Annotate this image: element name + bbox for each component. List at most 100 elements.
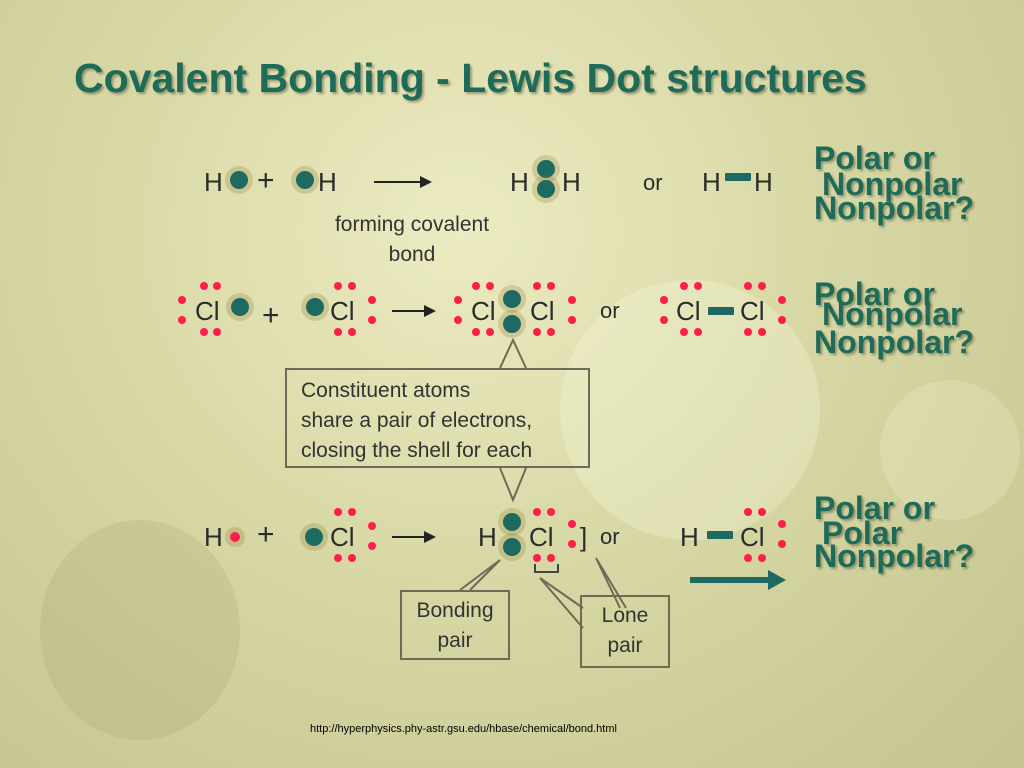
lone-electron	[454, 296, 462, 304]
question-2-line-2: Nonpolar?	[814, 324, 974, 360]
question-3-overlap: Polar	[822, 515, 903, 551]
lone-electron	[334, 554, 342, 562]
electron-dot	[503, 290, 521, 308]
lone-electron	[547, 282, 555, 290]
background-blur	[40, 520, 240, 740]
lone-pair-callout: Lone pair	[580, 595, 670, 668]
lone-electron	[368, 522, 376, 530]
reaction-arrow	[392, 305, 436, 317]
lone-electron	[744, 282, 752, 290]
lone-electron	[758, 508, 766, 516]
bonding-line-2: pair	[437, 629, 473, 652]
lone-electron	[547, 508, 555, 516]
lone-electron	[368, 296, 376, 304]
atom-cl: Cl	[529, 522, 554, 552]
source-url[interactable]: http://hyperphysics.phy-astr.gsu.edu/hba…	[310, 723, 617, 735]
lone-electron	[758, 328, 766, 336]
callout-line-2: share a pair of electrons,	[301, 409, 533, 432]
electron-dot	[230, 171, 248, 189]
electron-dot	[503, 538, 521, 556]
lone-electron	[694, 282, 702, 290]
lone-electron	[744, 508, 752, 516]
plus-sign: +	[262, 299, 280, 332]
atom-cl: Cl	[740, 522, 765, 552]
electron-dot	[230, 532, 240, 542]
electron-dot	[503, 513, 521, 531]
or-text: or	[600, 298, 620, 323]
atom-h: H	[702, 167, 721, 197]
or-text: or	[600, 524, 620, 549]
atom-cl: Cl	[530, 296, 555, 326]
lone-electron	[348, 328, 356, 336]
plus-sign: +	[257, 518, 275, 551]
lone-electron	[778, 316, 786, 324]
lone-electron	[568, 296, 576, 304]
lone-electron	[334, 508, 342, 516]
lone-electron	[472, 328, 480, 336]
question-3-line-2: Nonpolar?	[814, 538, 974, 574]
lone-electron	[568, 316, 576, 324]
electron-dot	[503, 315, 521, 333]
bond-line	[707, 531, 733, 539]
lone-electron	[200, 328, 208, 336]
explanation-callout: Constituent atoms share a pair of electr…	[285, 368, 590, 468]
lone-electron	[348, 508, 356, 516]
electron-dot	[537, 160, 555, 178]
lone-electron	[660, 316, 668, 324]
bonding-pair-callout: Bonding pair	[400, 590, 510, 660]
question-2-line-1: Polar or	[814, 276, 935, 312]
lone-electron	[744, 554, 752, 562]
lone-electron	[486, 328, 494, 336]
atom-h: H	[318, 167, 337, 197]
callout-line-1: Constituent atoms	[301, 379, 471, 402]
lone-electron	[178, 316, 186, 324]
question-1-line-2: Nonpolar?	[814, 190, 974, 226]
lone-electron	[533, 282, 541, 290]
question-1-overlap: Nonpolar	[822, 166, 963, 202]
lone-electron	[200, 282, 208, 290]
lone-electron	[486, 282, 494, 290]
lone-electron	[660, 296, 668, 304]
atom-h: H	[204, 167, 223, 197]
lone-line-2: pair	[607, 634, 643, 657]
atom-cl: Cl	[471, 296, 496, 326]
lone-electron	[568, 540, 576, 548]
polarity-arrow	[690, 577, 770, 583]
lone-electron	[778, 296, 786, 304]
electron-dot	[306, 298, 324, 316]
lone-electron	[547, 554, 555, 562]
atom-h: H	[510, 167, 529, 197]
lone-electron	[547, 328, 555, 336]
atom-cl: Cl	[676, 296, 701, 326]
atom-h: H	[562, 167, 581, 197]
reaction-arrow	[392, 531, 436, 543]
electron-dot	[305, 528, 323, 546]
lone-electron	[533, 508, 541, 516]
lone-electron	[368, 542, 376, 550]
electron-dot	[537, 180, 555, 198]
lone-electron	[348, 282, 356, 290]
lone-electron	[454, 316, 462, 324]
lone-electron	[758, 554, 766, 562]
electron-dot	[296, 171, 314, 189]
bonding-line-1: Bonding	[416, 599, 494, 622]
lone-electron	[348, 554, 356, 562]
lone-electron	[472, 282, 480, 290]
atom-cl: Cl	[330, 522, 355, 552]
atom-cl: Cl	[740, 296, 765, 326]
question-1-line-1: Polar or	[814, 140, 935, 176]
atom-h: H	[204, 522, 223, 552]
lone-electron	[758, 282, 766, 290]
polarity-arrow-head	[768, 570, 786, 590]
lone-electron	[334, 328, 342, 336]
lone-electron	[568, 520, 576, 528]
lone-electron	[213, 282, 221, 290]
lone-electron	[680, 328, 688, 336]
lone-electron	[334, 282, 342, 290]
electron-dot	[231, 298, 249, 316]
bond-line	[708, 307, 734, 315]
question-2-overlap: Nonpolar	[822, 296, 963, 332]
atom-h: H	[754, 167, 773, 197]
atom-cl: Cl	[330, 296, 355, 326]
lone-line-1: Lone	[601, 604, 649, 627]
